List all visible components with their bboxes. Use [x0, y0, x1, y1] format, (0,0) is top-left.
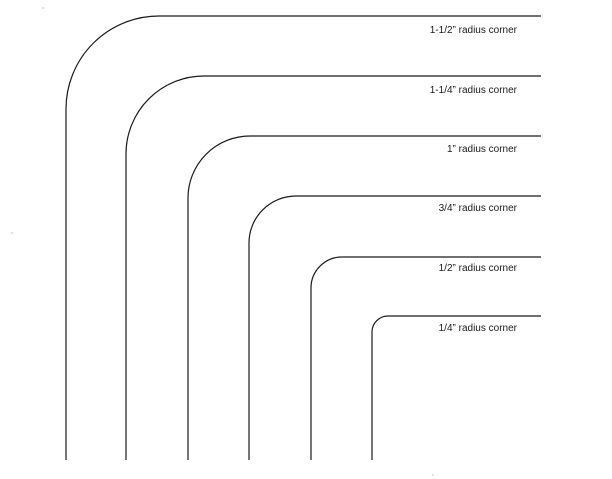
corner-1-2-radius: 1/2” radius corner [310, 256, 541, 460]
corner-curve-3-4 [248, 195, 541, 460]
corner-1-1-4-radius: 1-1/4” radius corner [125, 75, 541, 460]
corner-curve-1-1-4 [125, 75, 541, 460]
corner-3-4-radius: 3/4” radius corner [248, 195, 541, 460]
corner-label-1-4: 1/4” radius corner [439, 323, 518, 334]
corner-curve-1-4 [371, 315, 541, 460]
corner-label-1-2: 1/2” radius corner [439, 263, 518, 274]
scan-speck [42, 7, 44, 9]
corner-1-4-radius: 1/4” radius corner [371, 315, 541, 460]
corner-label-1: 1” radius corner [447, 144, 518, 155]
corner-1-radius: 1” radius corner [187, 135, 541, 460]
scan-speck [11, 232, 13, 234]
corner-label-1-1-4: 1-1/4” radius corner [430, 85, 518, 96]
corner-curve-1 [187, 135, 541, 460]
corner-1-1-2-radius: 1-1/2” radius corner [65, 15, 541, 460]
corner-label-1-1-2: 1-1/2” radius corner [430, 25, 518, 36]
corner-curve-1-2 [310, 256, 541, 460]
scan-speck [432, 474, 434, 476]
corner-label-3-4: 3/4” radius corner [439, 203, 518, 214]
corner-curve-1-1-2 [65, 15, 541, 460]
